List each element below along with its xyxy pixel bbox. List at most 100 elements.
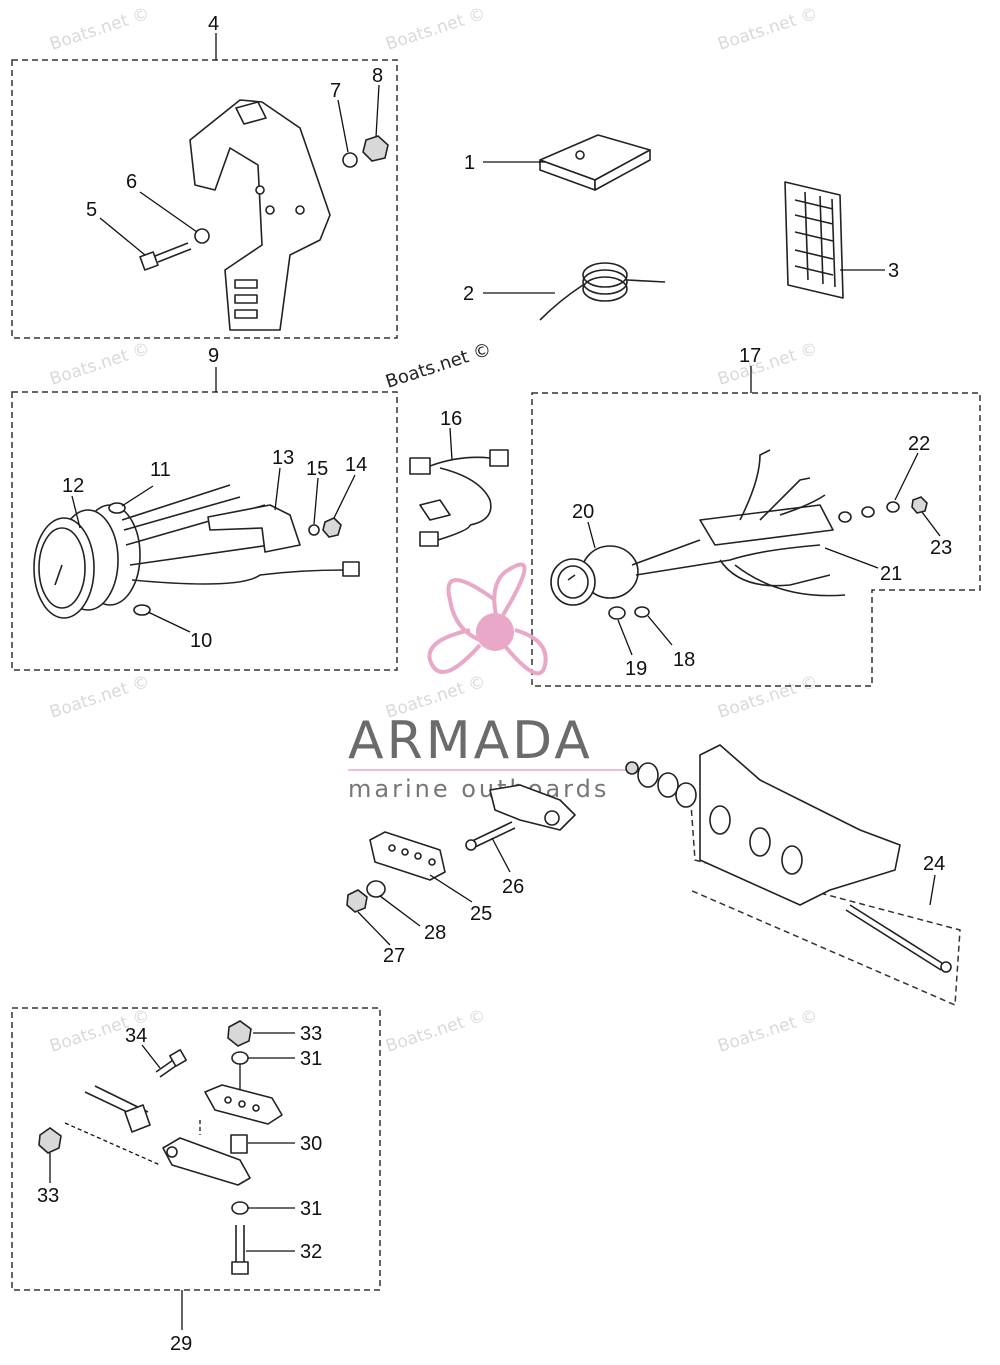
watermark: Boats.net © <box>715 339 820 390</box>
bracket-part-13 <box>207 504 301 553</box>
watermark: Boats.net © <box>47 4 152 55</box>
bolt-5 <box>139 242 192 271</box>
label-10: 10 <box>190 630 212 652</box>
label-32: 32 <box>300 1241 322 1263</box>
plate-25 <box>369 831 446 881</box>
bracket-part <box>189 99 331 331</box>
watermark: Boats.net © <box>383 339 494 393</box>
cover-part-1 <box>539 134 651 191</box>
watermark: Boats.net © <box>715 4 820 55</box>
leader-8 <box>375 84 380 138</box>
harness-part-21 <box>631 449 846 597</box>
leader-26 <box>491 837 511 873</box>
washer-22 <box>886 501 900 513</box>
leader-15 <box>313 477 319 525</box>
group-24-box <box>689 789 961 1007</box>
label-23: 23 <box>930 537 952 559</box>
washer-7 <box>342 152 358 168</box>
leader-28 <box>379 895 421 927</box>
clip-10 <box>133 604 151 616</box>
watermark: Boats.net © <box>383 4 488 55</box>
washer-6 <box>194 228 210 244</box>
armada-logo: ARMADA marine outboards <box>348 562 650 803</box>
clip-18 <box>634 606 650 618</box>
bolt-34 <box>155 1049 187 1078</box>
label-33-left: 33 <box>37 1185 59 1207</box>
label-4: 4 <box>208 13 219 35</box>
tachometer-part-12 <box>33 484 360 619</box>
dashed-guide <box>64 1120 201 1166</box>
label-7: 7 <box>330 80 341 102</box>
group-9-box <box>11 391 398 671</box>
leader-25 <box>429 874 473 903</box>
leader-11 <box>121 485 154 507</box>
washer-15 <box>308 524 320 536</box>
leader-24 <box>929 874 936 906</box>
watermarks: Boats.net © Boats.net © Boats.net © Boat… <box>47 4 820 1057</box>
label-14: 14 <box>345 454 367 476</box>
brand-tagline: marine outboards <box>348 775 609 803</box>
leader-27 <box>357 911 391 946</box>
label-26: 26 <box>502 876 524 898</box>
leader-13 <box>274 467 281 511</box>
label-33-top: 33 <box>300 1023 322 1045</box>
nut-33-top <box>227 1020 252 1047</box>
label-9: 9 <box>208 345 219 367</box>
label-22: 22 <box>908 433 930 455</box>
label-21: 21 <box>880 563 902 585</box>
label-13: 13 <box>272 447 294 469</box>
watermark: Boats.net © <box>383 1006 488 1057</box>
leader-16 <box>449 427 453 461</box>
group-17-box <box>531 392 981 687</box>
leader-10 <box>147 611 191 633</box>
leader-6 <box>139 191 198 233</box>
label-34: 34 <box>125 1025 147 1047</box>
watermark: Boats.net © <box>47 339 152 390</box>
leader-34 <box>141 1044 161 1069</box>
clip-11 <box>108 502 126 514</box>
harness-part-16 <box>409 449 509 547</box>
label-15: 15 <box>306 458 328 480</box>
washer-21b <box>861 506 875 518</box>
nut-8 <box>362 135 389 162</box>
leader-23 <box>921 511 941 537</box>
label-31-bottom: 31 <box>300 1198 322 1220</box>
clip-19 <box>608 606 626 620</box>
label-1: 1 <box>464 152 475 174</box>
leader-19 <box>617 619 633 656</box>
leader-18 <box>647 615 673 646</box>
nut-14 <box>322 517 342 538</box>
leader-14 <box>333 474 356 519</box>
watermark: Boats.net © <box>47 672 152 723</box>
watermark: Boats.net © <box>715 1006 820 1057</box>
handle-part-24 <box>699 744 952 973</box>
label-plate-part-3 <box>784 181 844 299</box>
label-19: 19 <box>625 658 647 680</box>
washer-31-top <box>231 1051 249 1065</box>
washer-21a <box>838 511 852 523</box>
label-27: 27 <box>383 945 405 967</box>
leader-7 <box>337 99 349 153</box>
pin-26 <box>465 821 516 851</box>
collar-parts <box>625 761 697 808</box>
spring-part-2 <box>539 262 666 321</box>
leader-12 <box>71 495 81 529</box>
label-24: 24 <box>923 853 945 875</box>
leader-20 <box>587 521 596 549</box>
label-8: 8 <box>372 65 383 87</box>
sleeve-30 <box>230 1134 248 1154</box>
propeller-icon <box>427 562 548 676</box>
leader-21 <box>824 547 879 569</box>
label-18: 18 <box>673 649 695 671</box>
label-25: 25 <box>470 903 492 925</box>
bolt-32 <box>231 1225 249 1275</box>
label-3: 3 <box>888 260 899 282</box>
label-29: 29 <box>170 1333 192 1355</box>
rod-part <box>84 1085 151 1133</box>
washer-31-bottom <box>231 1201 249 1215</box>
label-6: 6 <box>126 171 137 193</box>
nut-23 <box>911 496 928 514</box>
link-part <box>489 784 576 831</box>
meter-part-20 <box>550 545 639 606</box>
